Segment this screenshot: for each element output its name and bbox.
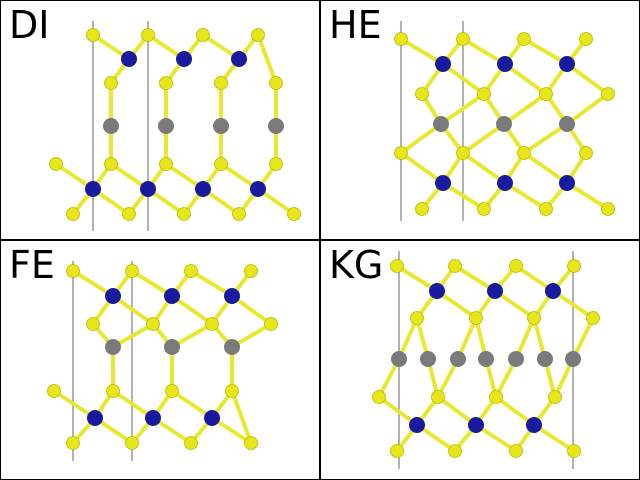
structure-fe — [47, 261, 278, 461]
panel-di: DI — [0, 0, 320, 240]
panel-label-kg: KG — [329, 243, 384, 287]
panel-kg: KG — [320, 240, 640, 480]
panel-label-fe: FE — [9, 243, 55, 287]
structure-kg — [372, 251, 600, 469]
panel-he: HE — [320, 0, 640, 240]
panel-label-he: HE — [329, 3, 382, 47]
structure-di — [49, 21, 301, 231]
panel-label-di: DI — [9, 3, 50, 47]
structure-he — [394, 21, 615, 221]
panel-fe: FE — [0, 240, 320, 480]
